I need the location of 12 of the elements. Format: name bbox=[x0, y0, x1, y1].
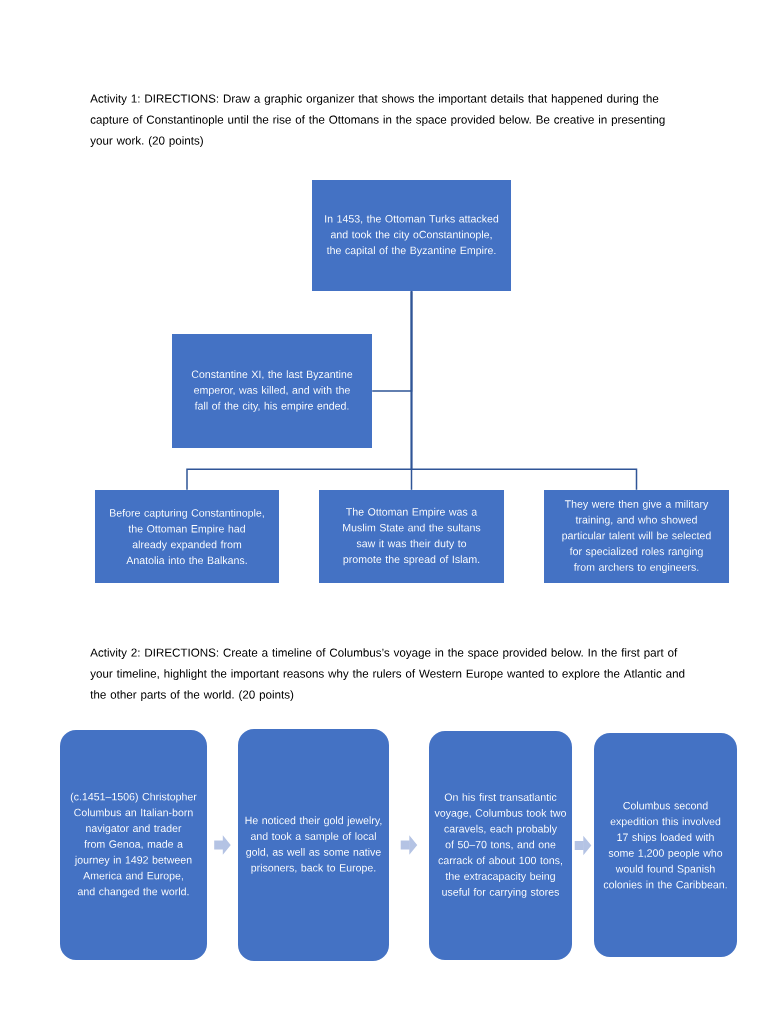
rounded-box: (c.1451–1506) Christopher Columbus an Italian-born navigator and trader from Genoa, made a journey in 1492 between America and Europe, and changed the world. bbox=[60, 730, 207, 960]
rounded-box: On his first transatlantic voyage, Columbus took two caravels, each probably of 50–70 tons, and one carrack of about 100 tons, the extracapacity being useful for carrying stores bbox=[429, 731, 572, 960]
process-box: They were then give a military training, and who showed particular talent will be selected for specialized roles ranging from archers to engineers. bbox=[544, 490, 729, 583]
rounded-box: Columbus second expedition this involved 17 ships loaded with some 1,200 people who would found Spanish colonies in the Caribbean. bbox=[594, 733, 737, 957]
process-box: The Ottoman Empire was a Muslim State and the sultans saw it was their duty to promote the spread of Islam. bbox=[319, 490, 504, 583]
process-box: In 1453, the Ottoman Turks attacked and took the city oConstantinople, the capital of the Byzantine Empire. bbox=[312, 180, 511, 291]
process-box: Constantine XI, the last Byzantine emperor, was killed, and with the fall of the city, his empire ended. bbox=[172, 334, 372, 448]
directions-text: Activity 1: DIRECTIONS: Draw a graphic organizer that shows the important details that happened during the capture of Constantinople until the rise of the Ottomans in the space provided below. Be creative in presenting your work. (20 points) bbox=[90, 94, 665, 147]
process-box: Before capturing Constantinople, the Ottoman Empire had already expanded from Anatolia into the Balkans. bbox=[95, 490, 279, 583]
connector-line bbox=[410, 290, 638, 491]
rounded-box: He noticed their gold jewelry, and took a sample of local gold, as well as some native prisoners, back to Europe. bbox=[238, 729, 389, 961]
directions-text: Activity 2: DIRECTIONS: Create a timeline of Columbus’s voyage in the space provided below. In the first part of your timeline, highlight the important reasons why the rulers of Western Europe wanted to explore the Atlantic and the other parts of the world. (20 points) bbox=[90, 648, 685, 702]
